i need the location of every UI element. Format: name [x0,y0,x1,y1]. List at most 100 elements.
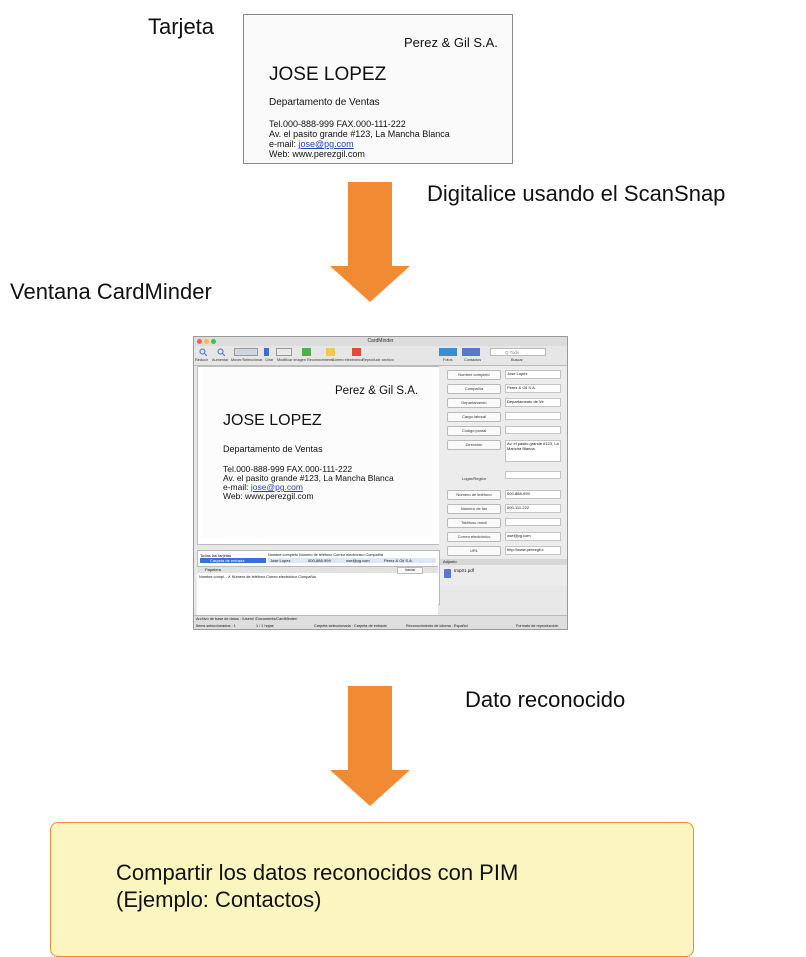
preview-department: Departamento de Ventas [223,444,323,454]
business-card: Perez & Gil S.A. JOSE LOPEZ Departamento… [243,14,513,164]
recognized-label: Dato reconocido [465,687,626,712]
arrow-down-2 [330,686,410,806]
rotate-icon[interactable] [264,348,269,356]
field-button-full-name[interactable]: Nombre completo [447,370,501,380]
zoom-out-icon[interactable] [199,348,208,357]
title-bar: CardMinder [194,337,567,346]
field-value-postal-code[interactable] [505,426,561,434]
move-select-icon[interactable] [234,348,258,356]
field-value-region[interactable] [505,471,561,479]
card-label: Tarjeta [148,14,215,39]
tree-item-inbox[interactable]: Carpeta de entrada [200,558,266,563]
cell-company: Perez & Gil S.A. [384,558,413,563]
field-button-department[interactable]: Departamento [447,398,501,408]
status-folder: Carpeta seleccionada : Carpeta de entrad… [314,624,387,628]
toolbar: Q Todo Reducir Aumentar Mover/Selecciona… [194,346,567,366]
trash-panel: Papelera Vaciar Nombre compl... ∧ Número… [197,566,438,615]
arrow-down-1 [330,182,410,302]
field-value-url[interactable]: http://www.perezgil.c [505,546,561,555]
zoom-icon[interactable] [211,339,216,344]
close-icon[interactable] [197,339,202,344]
preview-email: jose@pg.com [250,482,303,492]
field-value-fax[interactable]: 000-111-222 [505,504,561,513]
field-button-address[interactable]: Dirección [447,440,501,450]
preview-email-prefix: e-mail: [223,482,251,492]
field-value-phone[interactable]: 000-888-999 [505,490,561,499]
card-web: Web: www.perezgil.com [269,149,365,159]
status-format: Formato de reproducción [516,624,559,628]
field-button-email[interactable]: Correo electrónico [447,532,501,542]
field-label-region: Lugar/Región [461,476,487,481]
tree-item-all-cards[interactable]: Todas las tarjetas [200,553,232,558]
toolbar-label-reproducir: Reproducir archivo [362,358,394,362]
search-input[interactable]: Q Todo [490,348,546,356]
toolbar-label-aumentar: Aumentar [212,358,229,362]
field-button-job-title[interactable]: Cargo laboral [447,412,501,422]
status-bar: Archivo de base de datos : /Users/ /Docu… [194,615,567,629]
minimize-icon[interactable] [204,339,209,344]
field-button-company[interactable]: Compañía [447,384,501,394]
toolbar-label-fotos: Fotos [443,358,453,362]
cell-full-name: Jose Lopez [270,558,291,563]
field-button-fax[interactable]: Número de fax [447,504,501,514]
field-button-phone[interactable]: Número de teléfono [447,490,501,500]
field-value-full-name[interactable]: Jose Lopez [505,370,561,379]
trash-columns: Nombre compl... ∧ Número de teléfono Cor… [199,575,316,579]
attachment-header: Adjunto [439,559,567,565]
window-label: Ventana CardMinder [10,279,212,304]
attachment-file[interactable]: tmp01.pdf [454,568,475,573]
preview-phone-fax: Tel.000-888-999 FAX.000-111-222 [223,464,353,474]
status-selected: Items seleccionados : 1 [196,624,236,628]
email-icon[interactable] [326,348,335,356]
toolbar-label-contactos: Contactos [464,358,482,362]
field-button-postal-code[interactable]: Código postal [447,426,501,436]
field-value-department[interactable]: Departamento de Ve [505,398,561,407]
toolbar-label-correo: Correo electrónico [332,358,364,362]
zoom-in-icon[interactable] [217,348,226,357]
preview-address: Av. el pasito grande #123, La Mancha Bla… [223,473,394,483]
status-language: Reconocimiento de idioma : Español [406,624,468,628]
card-name: JOSE LOPEZ [269,64,387,85]
toolbar-label-modificar: Modificar imagen [277,358,306,362]
field-button-url[interactable]: URL [447,546,501,556]
photos-icon[interactable] [439,348,457,356]
card-company: Perez & Gil S.A. [404,35,498,50]
field-value-job-title[interactable] [505,412,561,420]
field-value-email[interactable]: ose@pg.com [505,532,561,541]
card-email-prefix: e-mail: [269,139,299,149]
modify-image-icon[interactable] [276,348,292,356]
toolbar-label-girar: Girar [265,358,274,362]
preview-name: JOSE LOPEZ [223,412,322,429]
preview-company: Perez & Gil S.A. [335,385,419,397]
status-path: Archivo de base de datos : /Users/ /Docu… [196,617,298,621]
field-value-company[interactable]: Perez & Gil S.A. [505,384,561,393]
contacts-icon[interactable] [462,348,480,356]
table-header: Nombre completo Número de teléfono Corre… [268,553,384,557]
play-file-icon[interactable] [352,348,361,356]
field-value-address[interactable]: Av. el pasito grande #123, La Mancha Bla… [505,440,561,462]
recognition-icon[interactable] [302,348,311,356]
pim-box: Compartir los datos reconocidos con PIM … [50,822,694,957]
pim-line-2: (Ejemplo: Contactos) [116,887,322,912]
pim-line-1: Compartir los datos reconocidos con PIM [116,860,519,885]
scan-label: Digitalice usando el ScanSnap [427,181,726,206]
fields-panel: Nombre completo Jose Lopez Compañía Perez … [439,366,567,586]
field-button-mobile[interactable]: Teléfono móvil [447,518,501,528]
card-phone-fax: Tel.000-888-999 FAX.000-111-222 [269,119,406,129]
cell-phone: 000-888-999 [308,558,331,563]
status-pages: 1 / 1 hojas [256,624,274,628]
window-title: CardMinder [367,338,394,344]
field-value-mobile[interactable] [505,518,561,526]
toolbar-label-mover: Mover/Seleccionar [231,358,263,362]
card-department: Departamento de Ventas [269,97,380,108]
card-email: jose@pg.com [298,139,354,149]
cell-email: ose@pg.com [346,558,370,563]
empty-trash-button[interactable]: Vaciar [397,567,423,574]
pdf-file-icon[interactable] [444,569,451,578]
table-row[interactable]: Jose Lopez 000-888-999 ose@pg.com Perez … [268,558,436,563]
toolbar-label-buscar: Buscar [511,358,523,362]
toolbar-label-reducir: Reducir [195,358,209,362]
card-address: Av. el pasito grande #123, La Mancha Bla… [269,129,450,139]
cardminder-window: CardMinder Q Todo Reducir Aumentar Mover… [193,336,568,630]
trash-header: Papelera [197,567,438,573]
